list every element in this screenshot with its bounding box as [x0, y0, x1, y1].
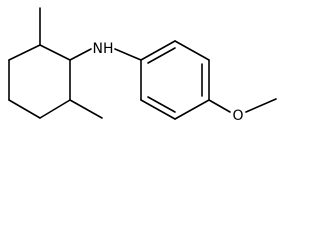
- aromatic-inner-bond-top: [147, 47, 176, 64]
- bond-ring-f: [8, 44, 41, 61]
- bond-ring-d: [8, 99, 41, 119]
- bond-aryl-b: [174, 40, 210, 61]
- bond-ring-to-nitrogen: [69, 48, 92, 61]
- benzene-ring: [140, 40, 210, 120]
- bond-aryl-to-oxygen: [208, 99, 231, 113]
- oxygen-label: O: [232, 108, 243, 124]
- bond-aryl-a: [140, 40, 176, 61]
- methyl-bottom-bond: [69, 99, 103, 119]
- cyclohexane-ring: [8, 44, 71, 119]
- methoxy-methyl-bond: [245, 98, 277, 113]
- bond-aryl-d: [174, 99, 210, 120]
- aromatic-inner-bond-bottom: [147, 96, 176, 113]
- bond-aryl-e: [140, 99, 176, 120]
- bond-ring-a: [39, 44, 71, 61]
- bond-nitrogen-to-aryl: [114, 48, 142, 61]
- bond-ring-c: [39, 99, 71, 119]
- nitrogen-label: NH: [92, 41, 113, 57]
- chemical-structure: NH O: [8, 7, 277, 124]
